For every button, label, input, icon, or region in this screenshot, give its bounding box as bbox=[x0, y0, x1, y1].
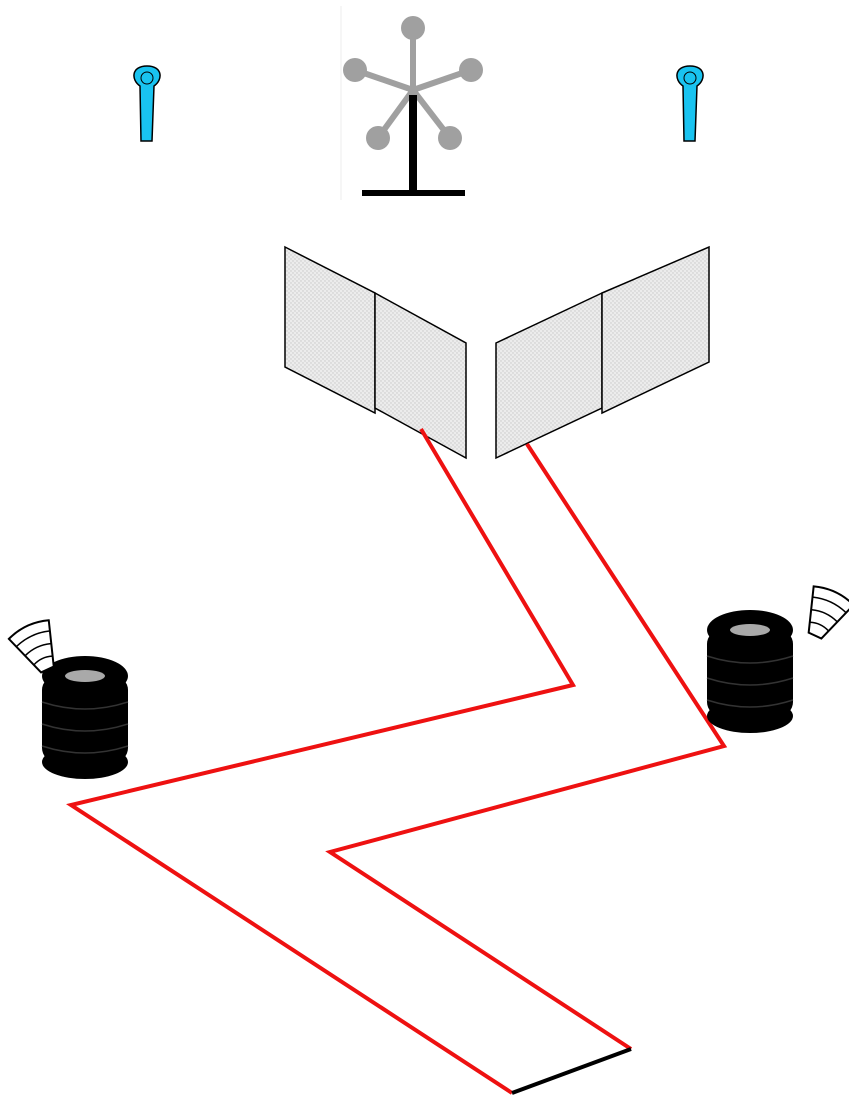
finish-line bbox=[511, 1047, 632, 1095]
left-location-marker-icon bbox=[133, 65, 161, 142]
branching-post-icon bbox=[340, 6, 483, 200]
panel-right-inner bbox=[495, 291, 603, 460]
panel-group-left bbox=[284, 245, 467, 460]
panel-left-inner bbox=[374, 291, 467, 460]
lane-line-left bbox=[66, 427, 577, 1095]
right-cone-icon bbox=[807, 585, 849, 640]
lane-line-right bbox=[325, 442, 728, 1051]
panel-left-outer bbox=[284, 245, 376, 415]
left-tire-stack-icon bbox=[41, 656, 129, 779]
panel-right-outer bbox=[601, 245, 710, 415]
left-cone-icon bbox=[7, 619, 55, 674]
right-tire-stack-icon bbox=[706, 610, 794, 733]
right-location-marker-icon bbox=[676, 65, 704, 142]
panel-group-right bbox=[495, 245, 710, 460]
